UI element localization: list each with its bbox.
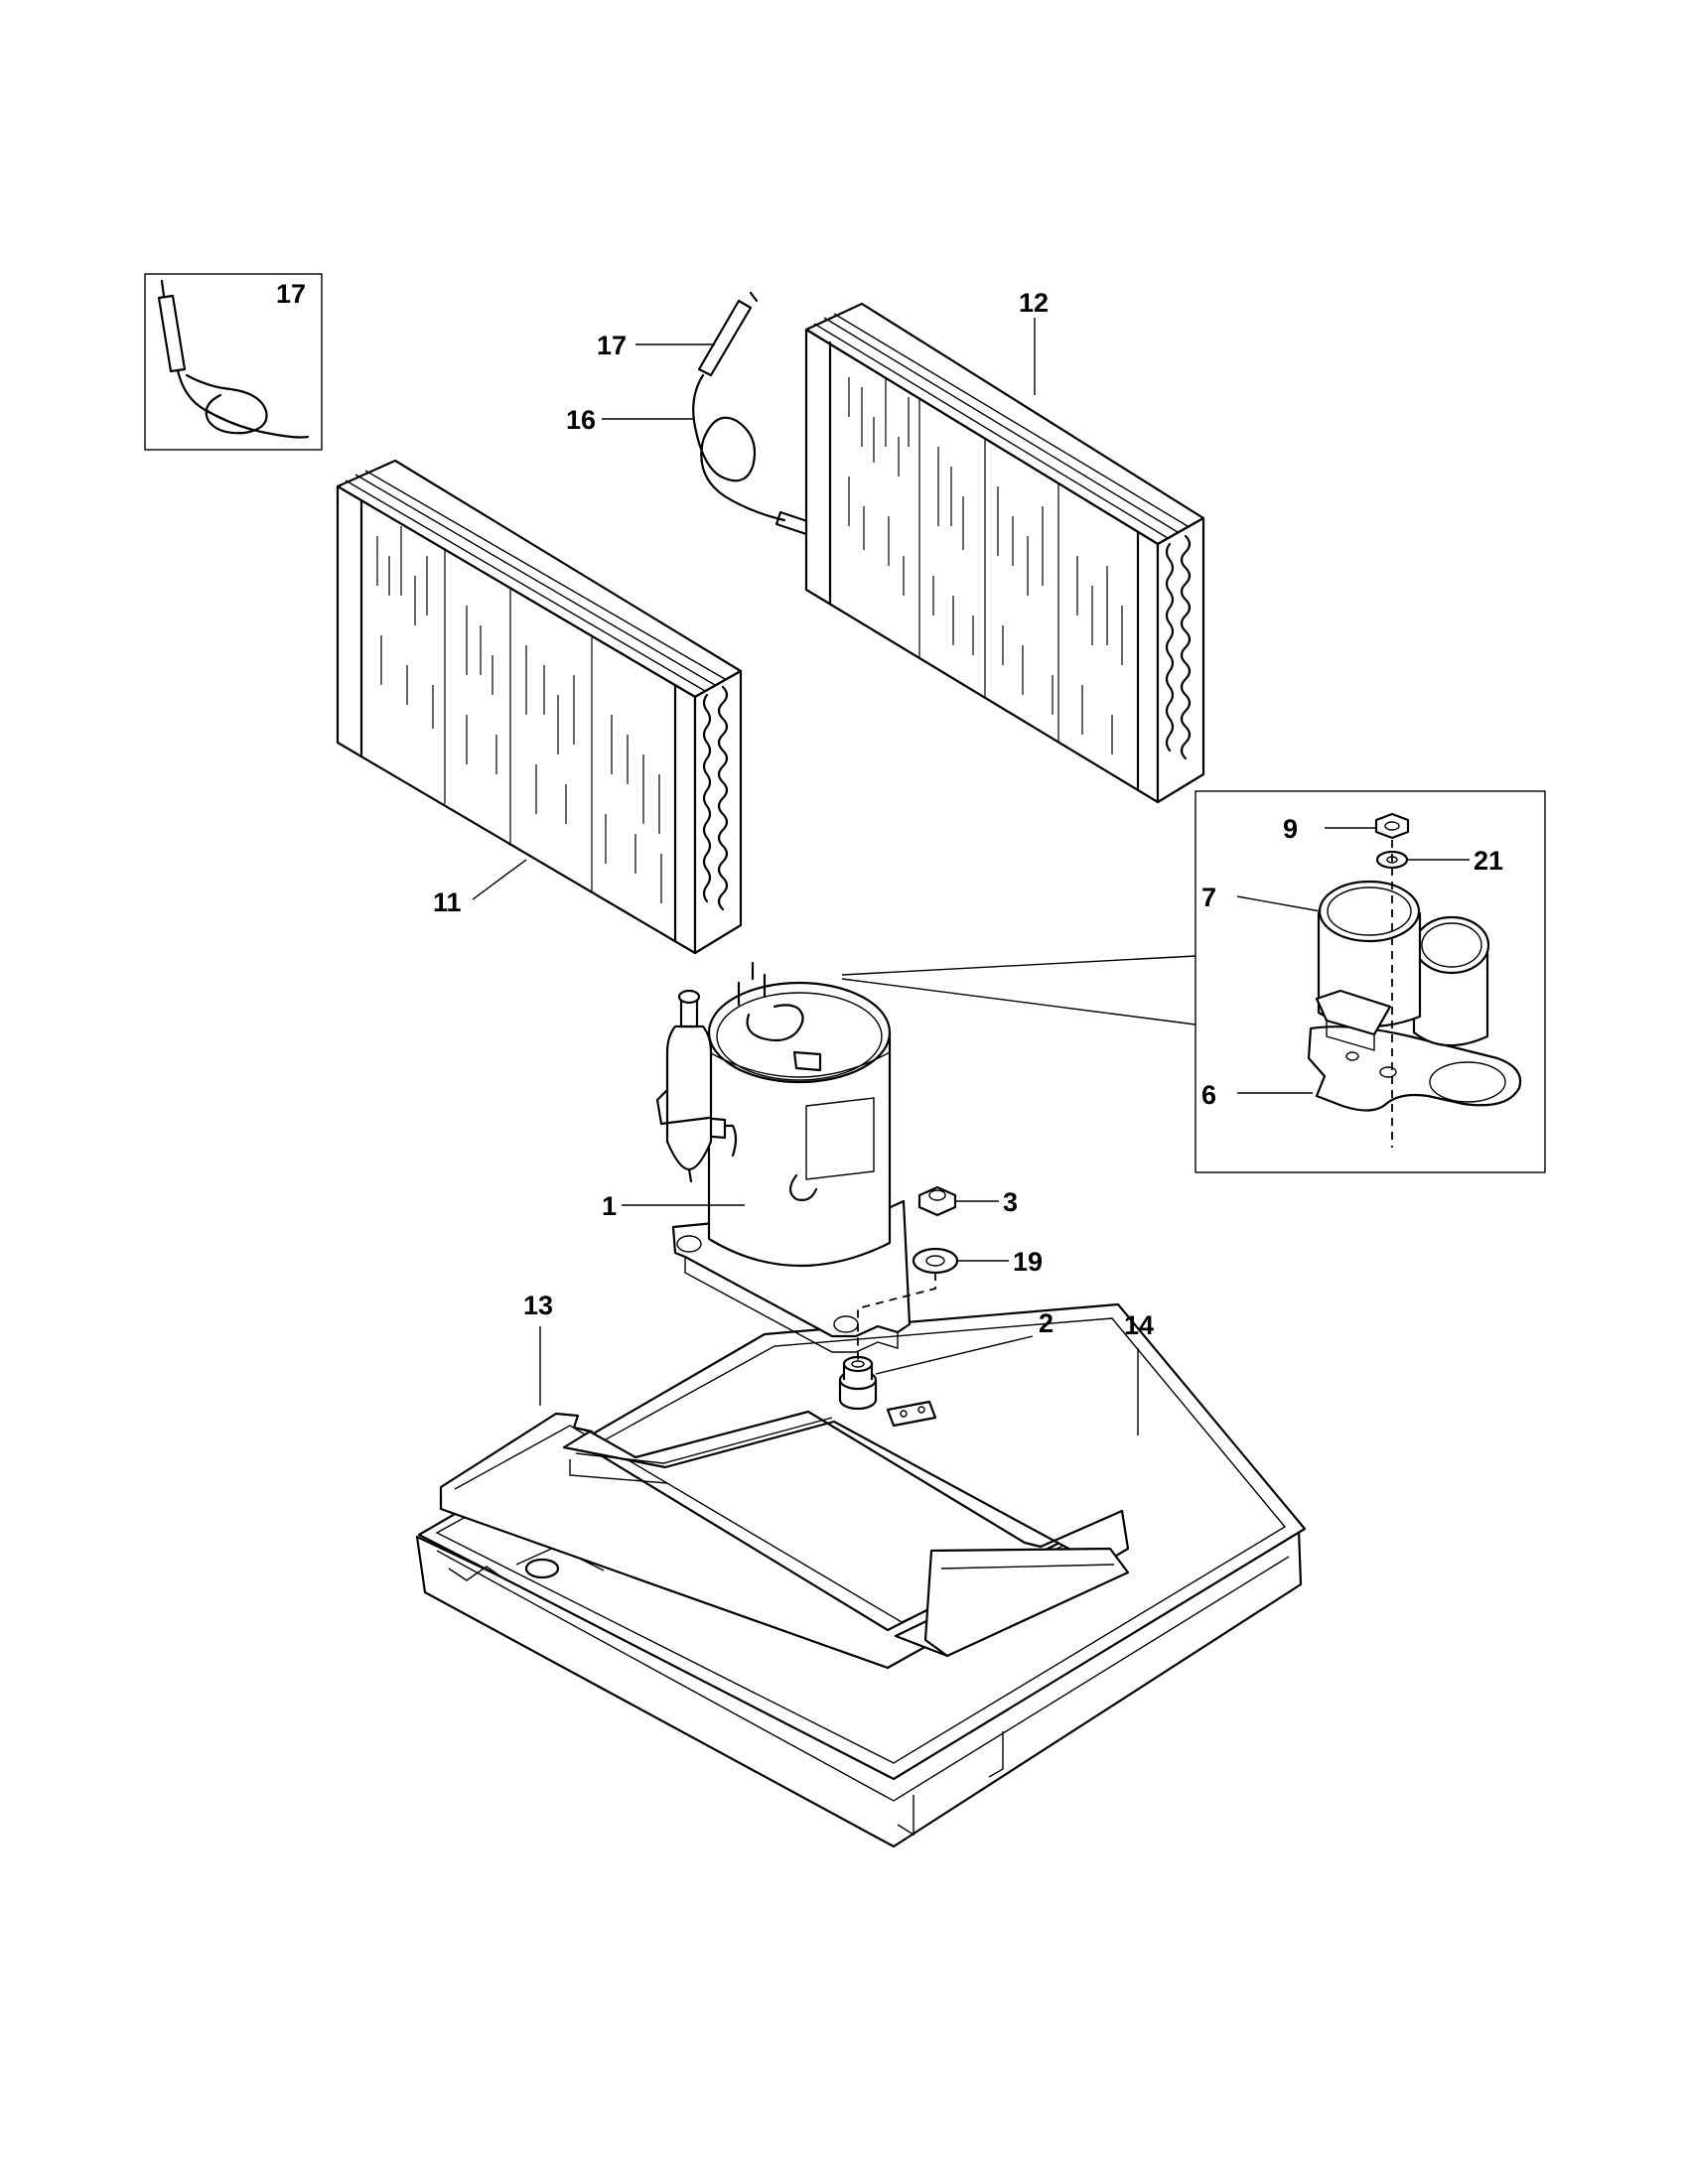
callout-13: 13 [523,1291,553,1320]
coil-11 [336,459,743,955]
grommet-2 [838,1355,878,1411]
leader-2 [875,1335,1034,1375]
callout-11: 11 [433,887,462,917]
callout-17: 17 [597,331,627,360]
callout-2: 2 [1039,1308,1054,1338]
drain-pan-13 [439,1400,1130,1670]
leader-7 [1236,895,1322,912]
callout-21: 21 [1474,846,1503,876]
coil-12 [804,302,1205,804]
callout-19: 19 [1013,1247,1043,1277]
callout-12: 12 [1019,288,1049,318]
washer-19 [912,1247,959,1275]
accumulator [655,989,713,1183]
callout-7: 7 [1201,883,1216,912]
base-pan-14 [415,1302,1307,1848]
assembly-path-dashed [857,1273,936,1360]
callout-14: 14 [1124,1310,1154,1340]
sensor-wire-16 [692,373,818,538]
inset-sensor-17 [144,273,323,451]
callout-1: 1 [602,1191,617,1221]
callout-9: 9 [1283,814,1298,844]
inset-capacitor-detail [841,790,1546,1173]
callout-6: 6 [1201,1080,1216,1110]
compressor-1 [671,961,912,1353]
callout-17-inset: 17 [276,279,306,309]
nut-3 [917,1185,957,1217]
leader-11 [472,859,527,900]
callout-16: 16 [566,405,596,435]
callout-3: 3 [1003,1187,1018,1217]
sensor-probe-17 [697,291,759,377]
